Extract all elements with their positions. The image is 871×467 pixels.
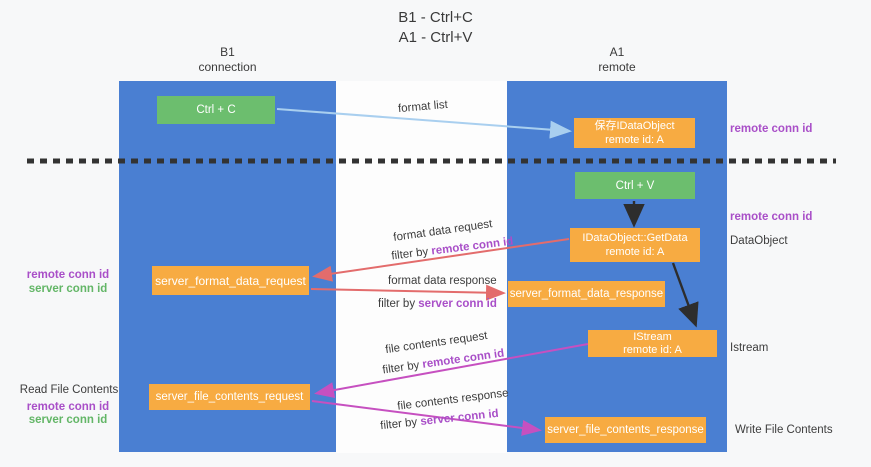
box-server-format-data-response: server_format_data_response [508,281,665,307]
column-header-a1: A1 remote [507,45,727,75]
label-left-server-conn-id-2: server conn id [28,414,108,426]
label-istream: Istream [730,342,769,354]
title-line-1: B1 - Ctrl+C [398,9,473,26]
title-line-2: A1 - Ctrl+V [398,29,473,46]
box-file-response-label: server_file_contents_response [547,424,704,436]
box-server-format-data-request: server_format_data_request [152,266,309,295]
box-getdata-line1: IDataObject::GetData [582,232,688,244]
label-right-remote-conn-id-1: remote conn id [730,123,813,135]
box-ctrl-v-label: Ctrl + V [615,179,655,192]
box-save-idataobject: 保存IDataObject remote id: A [574,118,695,148]
box-istream-line1: IStream [633,330,672,343]
box-save-idataobject-line1: 保存IDataObject [594,120,675,132]
column-header-b1: B1 connection [119,45,336,75]
box-save-idataobject-line2: remote id: A [605,134,664,146]
box-ctrl-v: Ctrl + V [575,172,695,199]
box-idataobject-getdata: IDataObject::GetData remote id: A [570,228,700,262]
server-conn-id-text: server conn id [418,298,497,310]
box-ctrl-c-label: Ctrl + C [196,104,236,116]
label-dataobject: DataObject [730,235,788,247]
box-format-request-label: server_format_data_request [155,273,306,288]
box-istream: IStream remote id: A [588,330,717,357]
page-title: B1 - Ctrl+C A1 - Ctrl+V [0,8,871,48]
label-format-data-response: format data response [388,275,497,287]
box-format-response-label: server_format_data_response [509,288,664,300]
box-file-request-label: server_file_contents_request [155,391,304,403]
label-read-file-contents: Read File Contents [19,384,119,396]
column-a1-name: A1 [609,45,625,59]
label-filter-format-response: filter by server conn id [378,298,497,310]
box-ctrl-c: Ctrl + C [157,96,275,124]
box-istream-line2: remote id: A [623,343,682,356]
column-a1-subtitle: remote [598,60,636,74]
label-write-file-contents: Write File Contents [735,424,833,436]
label-right-remote-conn-id-2: remote conn id [730,211,813,223]
box-server-file-contents-response: server_file_contents_response [545,417,706,443]
label-left-remote-conn-id-2: remote conn id [26,401,110,413]
label-left-remote-conn-id-1: remote conn id [26,269,110,281]
column-b1-subtitle: connection [198,60,257,74]
label-left-server-conn-id-1: server conn id [28,283,108,295]
column-b1-name: B1 [220,45,235,59]
box-getdata-line2: remote id: A [605,246,665,258]
box-server-file-contents-request: server_file_contents_request [149,384,310,410]
filter-by-text: filter by [378,298,416,310]
